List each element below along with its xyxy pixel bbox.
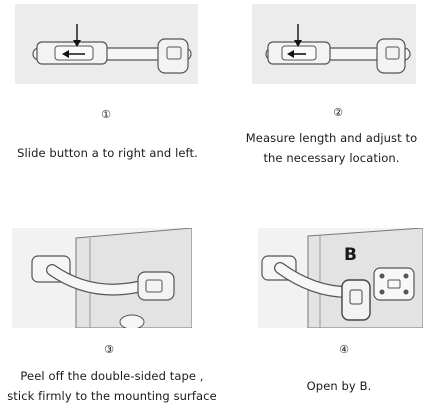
step4-illustration: B: [258, 228, 423, 328]
step2-number: ②: [333, 106, 343, 119]
strap-lock-icon: [265, 24, 411, 74]
step2-illustration: [252, 4, 416, 84]
cabinet-icon: [31, 228, 192, 328]
step3-caption: Peel off the double-sided tape , stick f…: [7, 369, 217, 403]
left-arrow-icon: [62, 50, 85, 58]
step3-number: ③: [104, 343, 114, 356]
cabinet-icon: [261, 228, 423, 328]
step1-caption: Slide button a to right and left.: [17, 146, 198, 160]
down-arrow-icon: [294, 24, 302, 47]
step4-number: ④: [339, 343, 349, 356]
step3-illustration: [12, 228, 192, 328]
step4-caption: Open by B.: [306, 379, 372, 393]
step2-caption: Measure length and adjust to the necessa…: [245, 131, 418, 165]
label-b: B: [344, 245, 357, 265]
step1-illustration: [15, 4, 198, 84]
down-arrow-icon: [73, 24, 81, 47]
strap-lock-icon: [32, 24, 192, 74]
step1-number: ①: [101, 108, 111, 121]
left-arrow-icon: [287, 50, 306, 58]
